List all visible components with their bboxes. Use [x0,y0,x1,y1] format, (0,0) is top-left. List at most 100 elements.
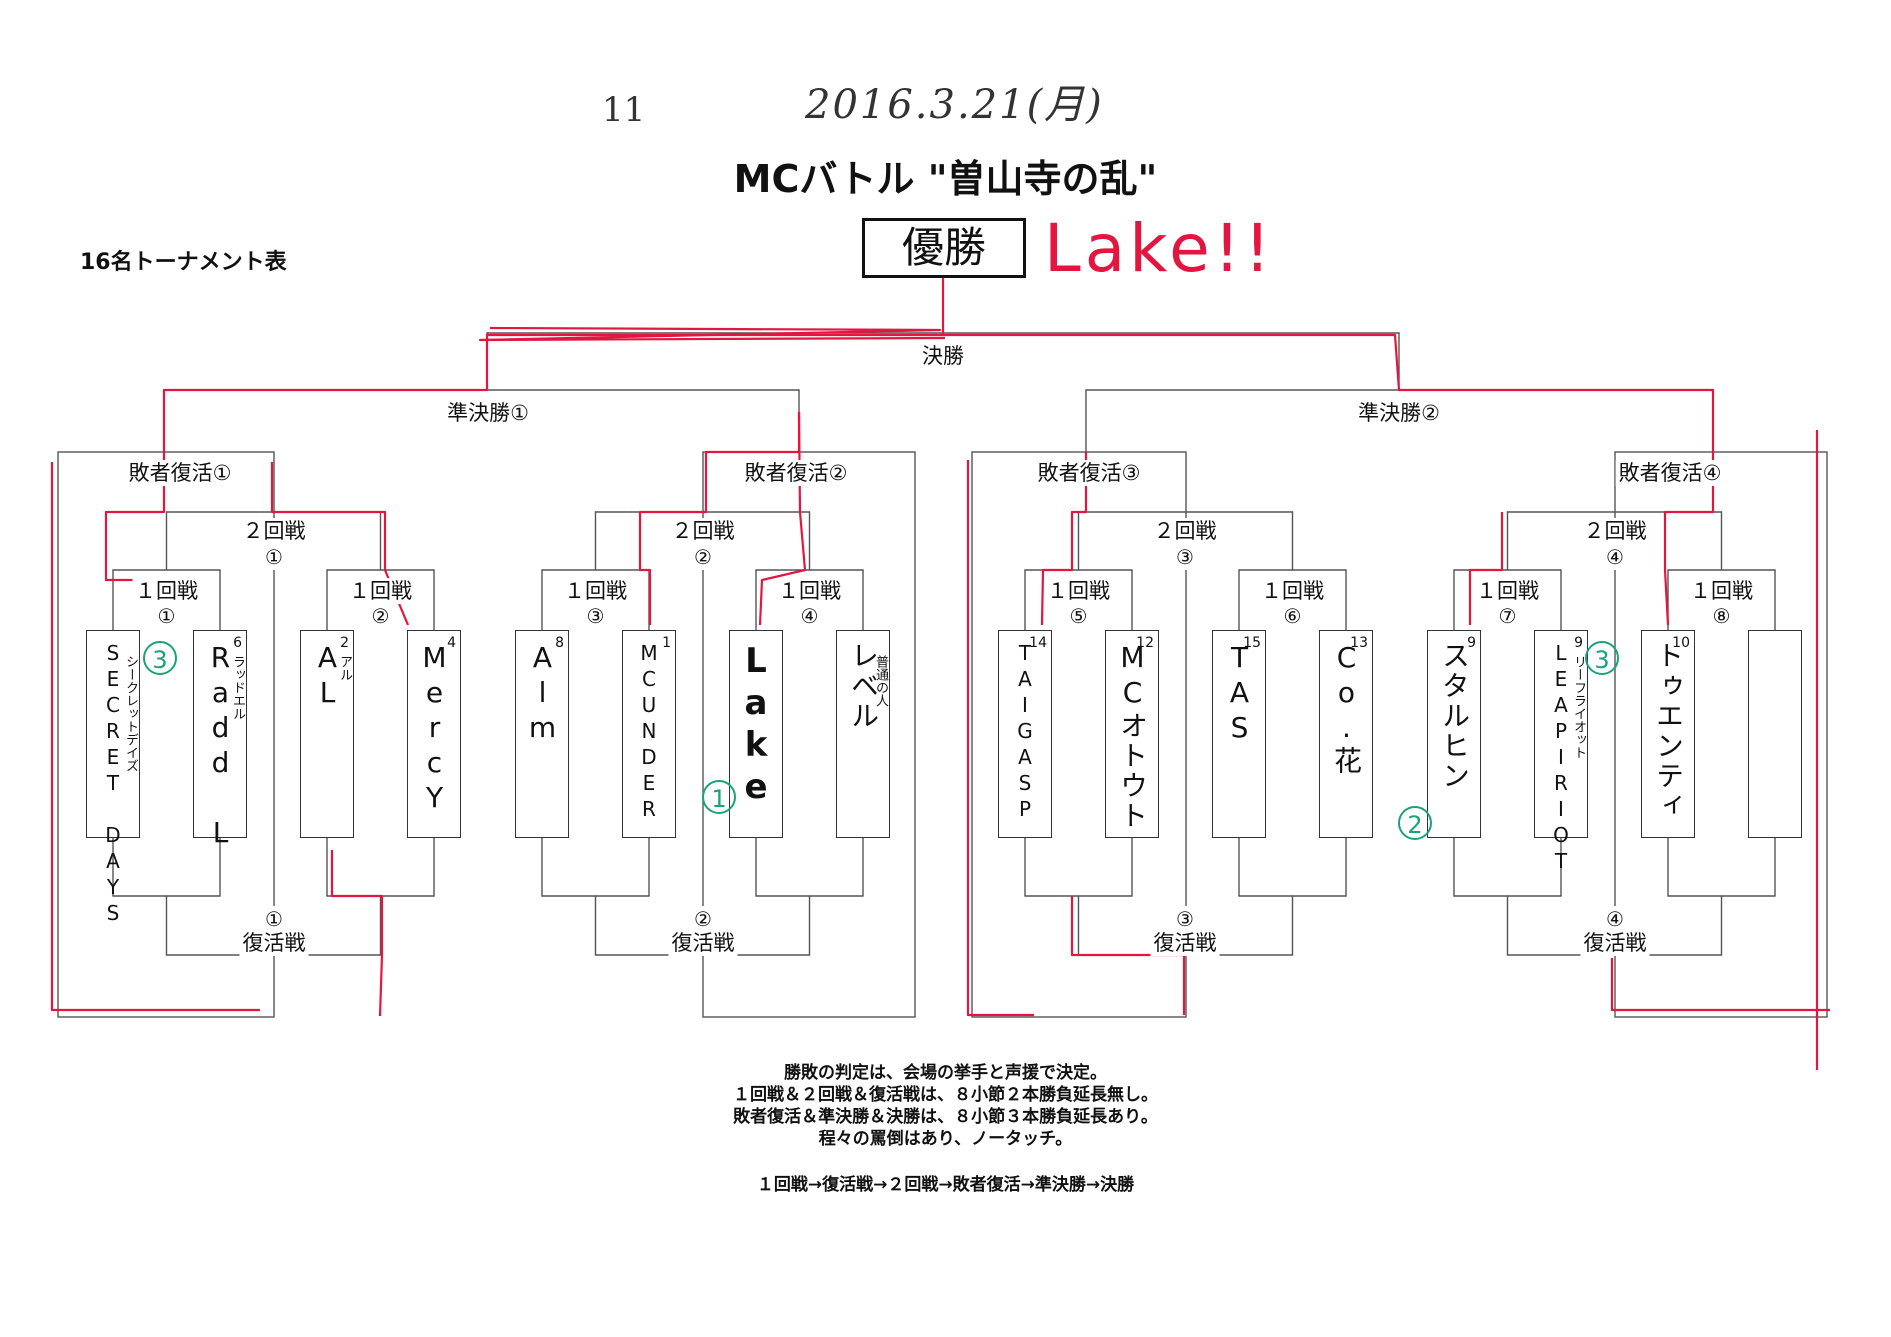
rule-line-1: 勝敗の判定は、会場の挙手と声援で決定。 [784,1063,1107,1083]
entrant-slot [1748,630,1802,838]
semifinal-1-label: 準決勝① [444,400,532,426]
winner-name: Lake!! [1044,210,1275,287]
round2-1-label: ２回戦 [239,518,309,544]
round2-3-number: ③ [1173,544,1197,570]
entrant-name: LEAPIRIOT [1549,641,1573,875]
round1-7-number: ⑦ [1495,603,1520,629]
loser-revival-2-label: 敗者復活② [741,460,851,486]
page-title: MCバトル "曽山寺の乱" [733,157,1158,201]
entrant-seed: 9 [1467,635,1476,651]
rule-line-4: 程々の罵倒はあり、ノータッチ。 [818,1129,1073,1149]
loser-revival-1-label: 敗者復活① [125,460,235,486]
pen-frame-1 [50,462,260,1012]
entrant-seed: 8 [555,635,564,651]
round2-2-number: ② [691,544,715,570]
round1-3-number: ③ [583,603,608,629]
entrant-slot: レベル普通の人 [836,630,890,838]
revival-2-number: ② [691,906,715,932]
pen-path-starhin [1468,512,1504,625]
corner-mark: 11 [602,90,646,130]
round1-4-number: ④ [797,603,822,629]
green-mark-1: 3 [143,641,177,675]
round1-4-label: １回戦 [775,578,844,604]
winner-box: 優勝 [862,218,1026,278]
entrant-reading: ラッドエル [230,655,245,720]
pen-path-revival-1 [330,850,384,1017]
entrant-slot: Lake [729,630,783,838]
entrant-reading: リーフライオット [1571,655,1586,759]
entrant-name: Radd L [204,641,237,851]
pen-path-taigasp [1040,452,1088,626]
entrant-seed: 9 [1574,635,1583,651]
pen-path-twenty [1663,452,1715,626]
entrant-seed: 15 [1243,635,1261,651]
round1-5-label: １回戦 [1044,578,1113,604]
revival-4-number: ④ [1603,906,1627,932]
round2-2-label: ２回戦 [668,518,738,544]
entrant-seed: 13 [1350,635,1368,651]
entrant-seed: 1 [662,635,671,651]
round1-8-label: １回戦 [1687,578,1756,604]
round2-3-label: ２回戦 [1150,518,1220,544]
rules-block: 勝敗の判定は、会場の挙手と声援で決定。 １回戦＆２回戦＆復活戦は、８小節２本勝負… [0,1062,1891,1150]
round1-2-label: １回戦 [346,578,415,604]
entrant-reading: シークレットデイズ [123,655,138,772]
rule-line-3: 敗者復活＆準決勝＆決勝は、８小節３本勝負延長あり。 [733,1107,1158,1127]
entrant-seed: 6 [233,635,242,651]
round2-4-number: ④ [1603,544,1627,570]
revival-3-label: 復活戦 [1150,930,1220,956]
round2-1-number: ① [262,544,286,570]
round1-5-number: ⑤ [1066,603,1091,629]
sheet-subtitle: 16名トーナメント表 [80,250,287,275]
entrant-name: Co.花 [1330,641,1363,776]
entrant-name: AL [311,641,344,711]
loser-revival-3-frame [971,451,1187,1018]
entrant-name: トゥエンティ [1652,641,1685,821]
round1-1-number: ① [154,603,179,629]
pen-path-semifinal-1 [162,278,945,452]
round1-6-label: １回戦 [1258,578,1327,604]
entrant-name: Alm [526,641,559,746]
pen-path-revival-4 [1610,958,1830,1012]
entrant-seed: 2 [340,635,349,651]
entrant-seed: 12 [1136,635,1154,651]
entrant-reading: 普通の人 [873,655,888,707]
entrant-seed: 10 [1672,635,1690,651]
entrant-name: TAIGASP [1013,641,1037,823]
revival-4-label: 復活戦 [1580,930,1650,956]
pen-path-revival-3 [1070,896,1186,1015]
round1-7-label: １回戦 [1473,578,1542,604]
entrant-name: レベル [847,641,880,731]
entrant-name: MCUNDER [637,641,661,823]
entrant-seed: 14 [1029,635,1047,651]
final-label: 決勝 [919,343,967,369]
green-mark-3: 2 [1398,806,1432,840]
round1-6-number: ⑥ [1280,603,1305,629]
green-mark-2: 1 [702,780,736,814]
round-flow: １回戦→復活戦→２回戦→敗者復活→準決勝→決勝 [756,1175,1135,1195]
round1-8-number: ⑧ [1709,603,1734,629]
entrant-name: MCオトウト [1116,641,1149,831]
pen-frame-3 [966,460,1034,1017]
pen-path-r1 [104,452,166,582]
round2-4-label: ２回戦 [1580,518,1650,544]
revival-1-label: 復活戦 [239,930,309,956]
entrant-reading: アル [337,655,352,681]
loser-revival-1-frame [57,451,275,1018]
pen-path-lake [638,412,801,625]
revival-1-number: ① [262,906,286,932]
